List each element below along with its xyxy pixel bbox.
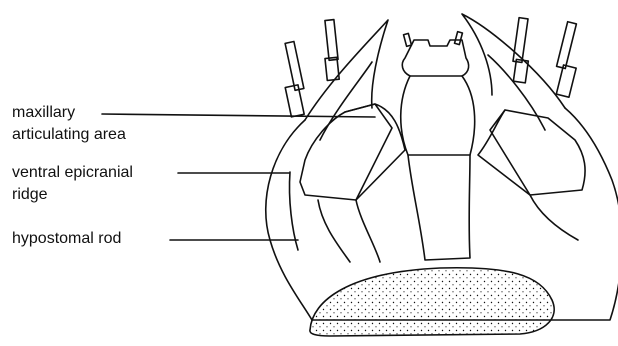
ventral-epicranial-ridge-label-line1: ventral epicranial — [12, 163, 133, 183]
labrum — [402, 32, 468, 76]
mentum — [401, 76, 475, 155]
occipital-foramen — [310, 268, 554, 336]
right-antennae — [513, 18, 576, 98]
left-hypostomal-rod — [318, 200, 350, 262]
right-maxilla — [478, 110, 585, 195]
left-antennae — [285, 20, 339, 117]
ventral-epicranial-ridge-label-line2: ridge — [12, 185, 48, 205]
submentum — [408, 155, 470, 260]
left-ventral-ridge — [289, 172, 298, 250]
left-maxilla — [300, 104, 405, 200]
maxillary-articulating-area-label-line1: maxillary — [12, 103, 75, 123]
hypostomal-rod-label: hypostomal rod — [12, 229, 121, 249]
maxillary-articulating-area-label-line2: articulating area — [12, 125, 126, 145]
